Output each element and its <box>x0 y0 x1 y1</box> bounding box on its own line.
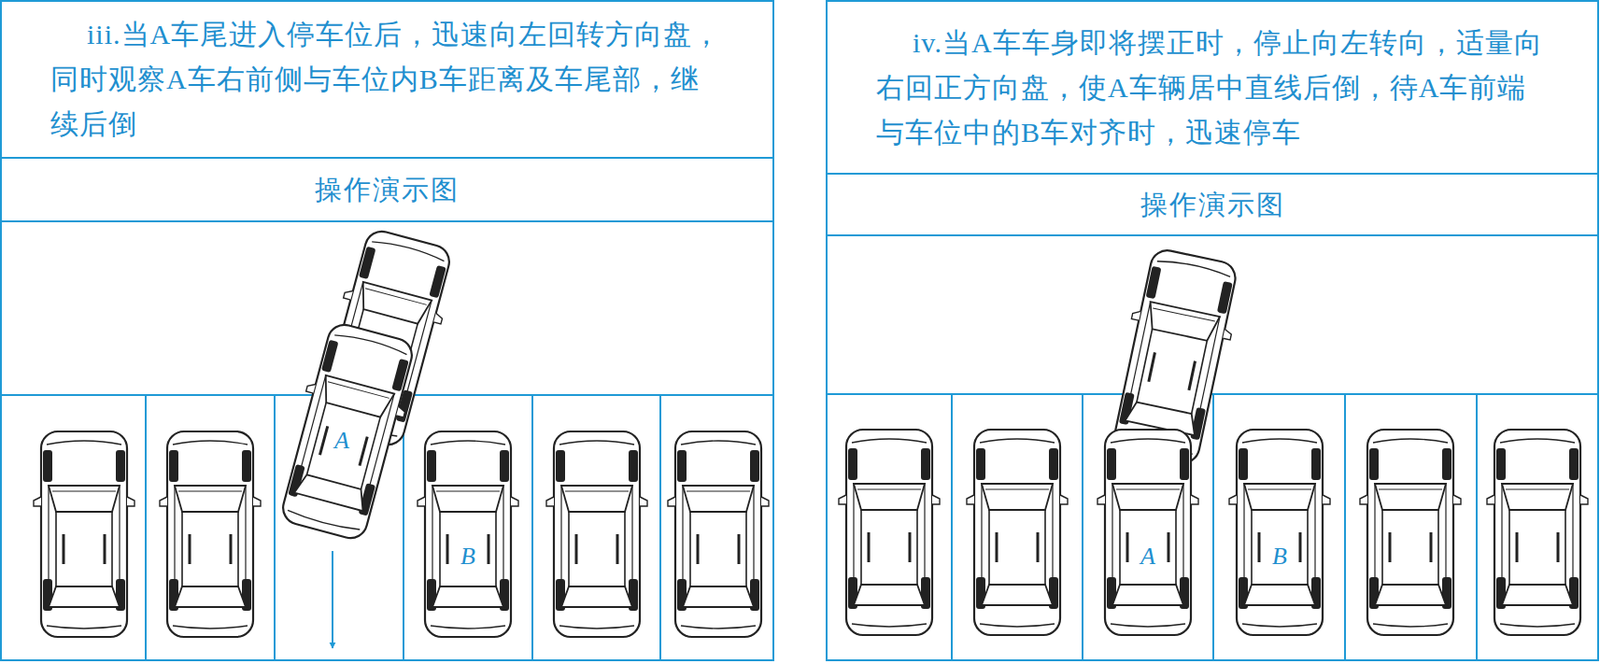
instruction-box: iv.当A车车身即将摆正时，停止向左转向，适量向右回正方向盘，使A车辆居中直线后… <box>825 0 1600 175</box>
parking-lines <box>826 394 1599 661</box>
caption-band: 操作演示图 <box>0 156 775 223</box>
panel-frame <box>826 0 1599 661</box>
parked-car <box>417 431 519 638</box>
parked-car <box>1486 429 1588 636</box>
car-label: A <box>1137 544 1159 569</box>
parked-car <box>667 431 769 638</box>
reversing-car <box>271 319 423 544</box>
parked-car <box>546 431 648 638</box>
instruction-text: iii.当A车尾进入停车位后，迅速向左回转方向盘，同时观察A车右前侧与车位内B车… <box>1 12 773 147</box>
caption-text: 操作演示图 <box>827 187 1598 222</box>
instruction-text: iv.当A车车身即将摆正时，停止向左转向，适量向右回正方向盘，使A车辆居中直线后… <box>827 20 1598 156</box>
caption-band: 操作演示图 <box>825 172 1600 237</box>
panel-frame <box>0 0 774 661</box>
parked-car <box>1229 429 1331 636</box>
car-label: A <box>331 428 353 454</box>
parked-car <box>838 429 940 636</box>
parked-car <box>1359 429 1461 636</box>
instruction-box: iii.当A车尾进入停车位后，迅速向左回转方向盘，同时观察A车右前侧与车位内B车… <box>0 0 775 159</box>
parked-car <box>966 429 1068 636</box>
reversing-car <box>1097 429 1199 636</box>
parked-car <box>33 431 135 638</box>
car-label: B <box>457 544 479 569</box>
caption-text: 操作演示图 <box>1 172 773 207</box>
motion-arrow <box>331 551 334 649</box>
car-label: B <box>1269 544 1290 569</box>
parked-car <box>159 431 261 638</box>
